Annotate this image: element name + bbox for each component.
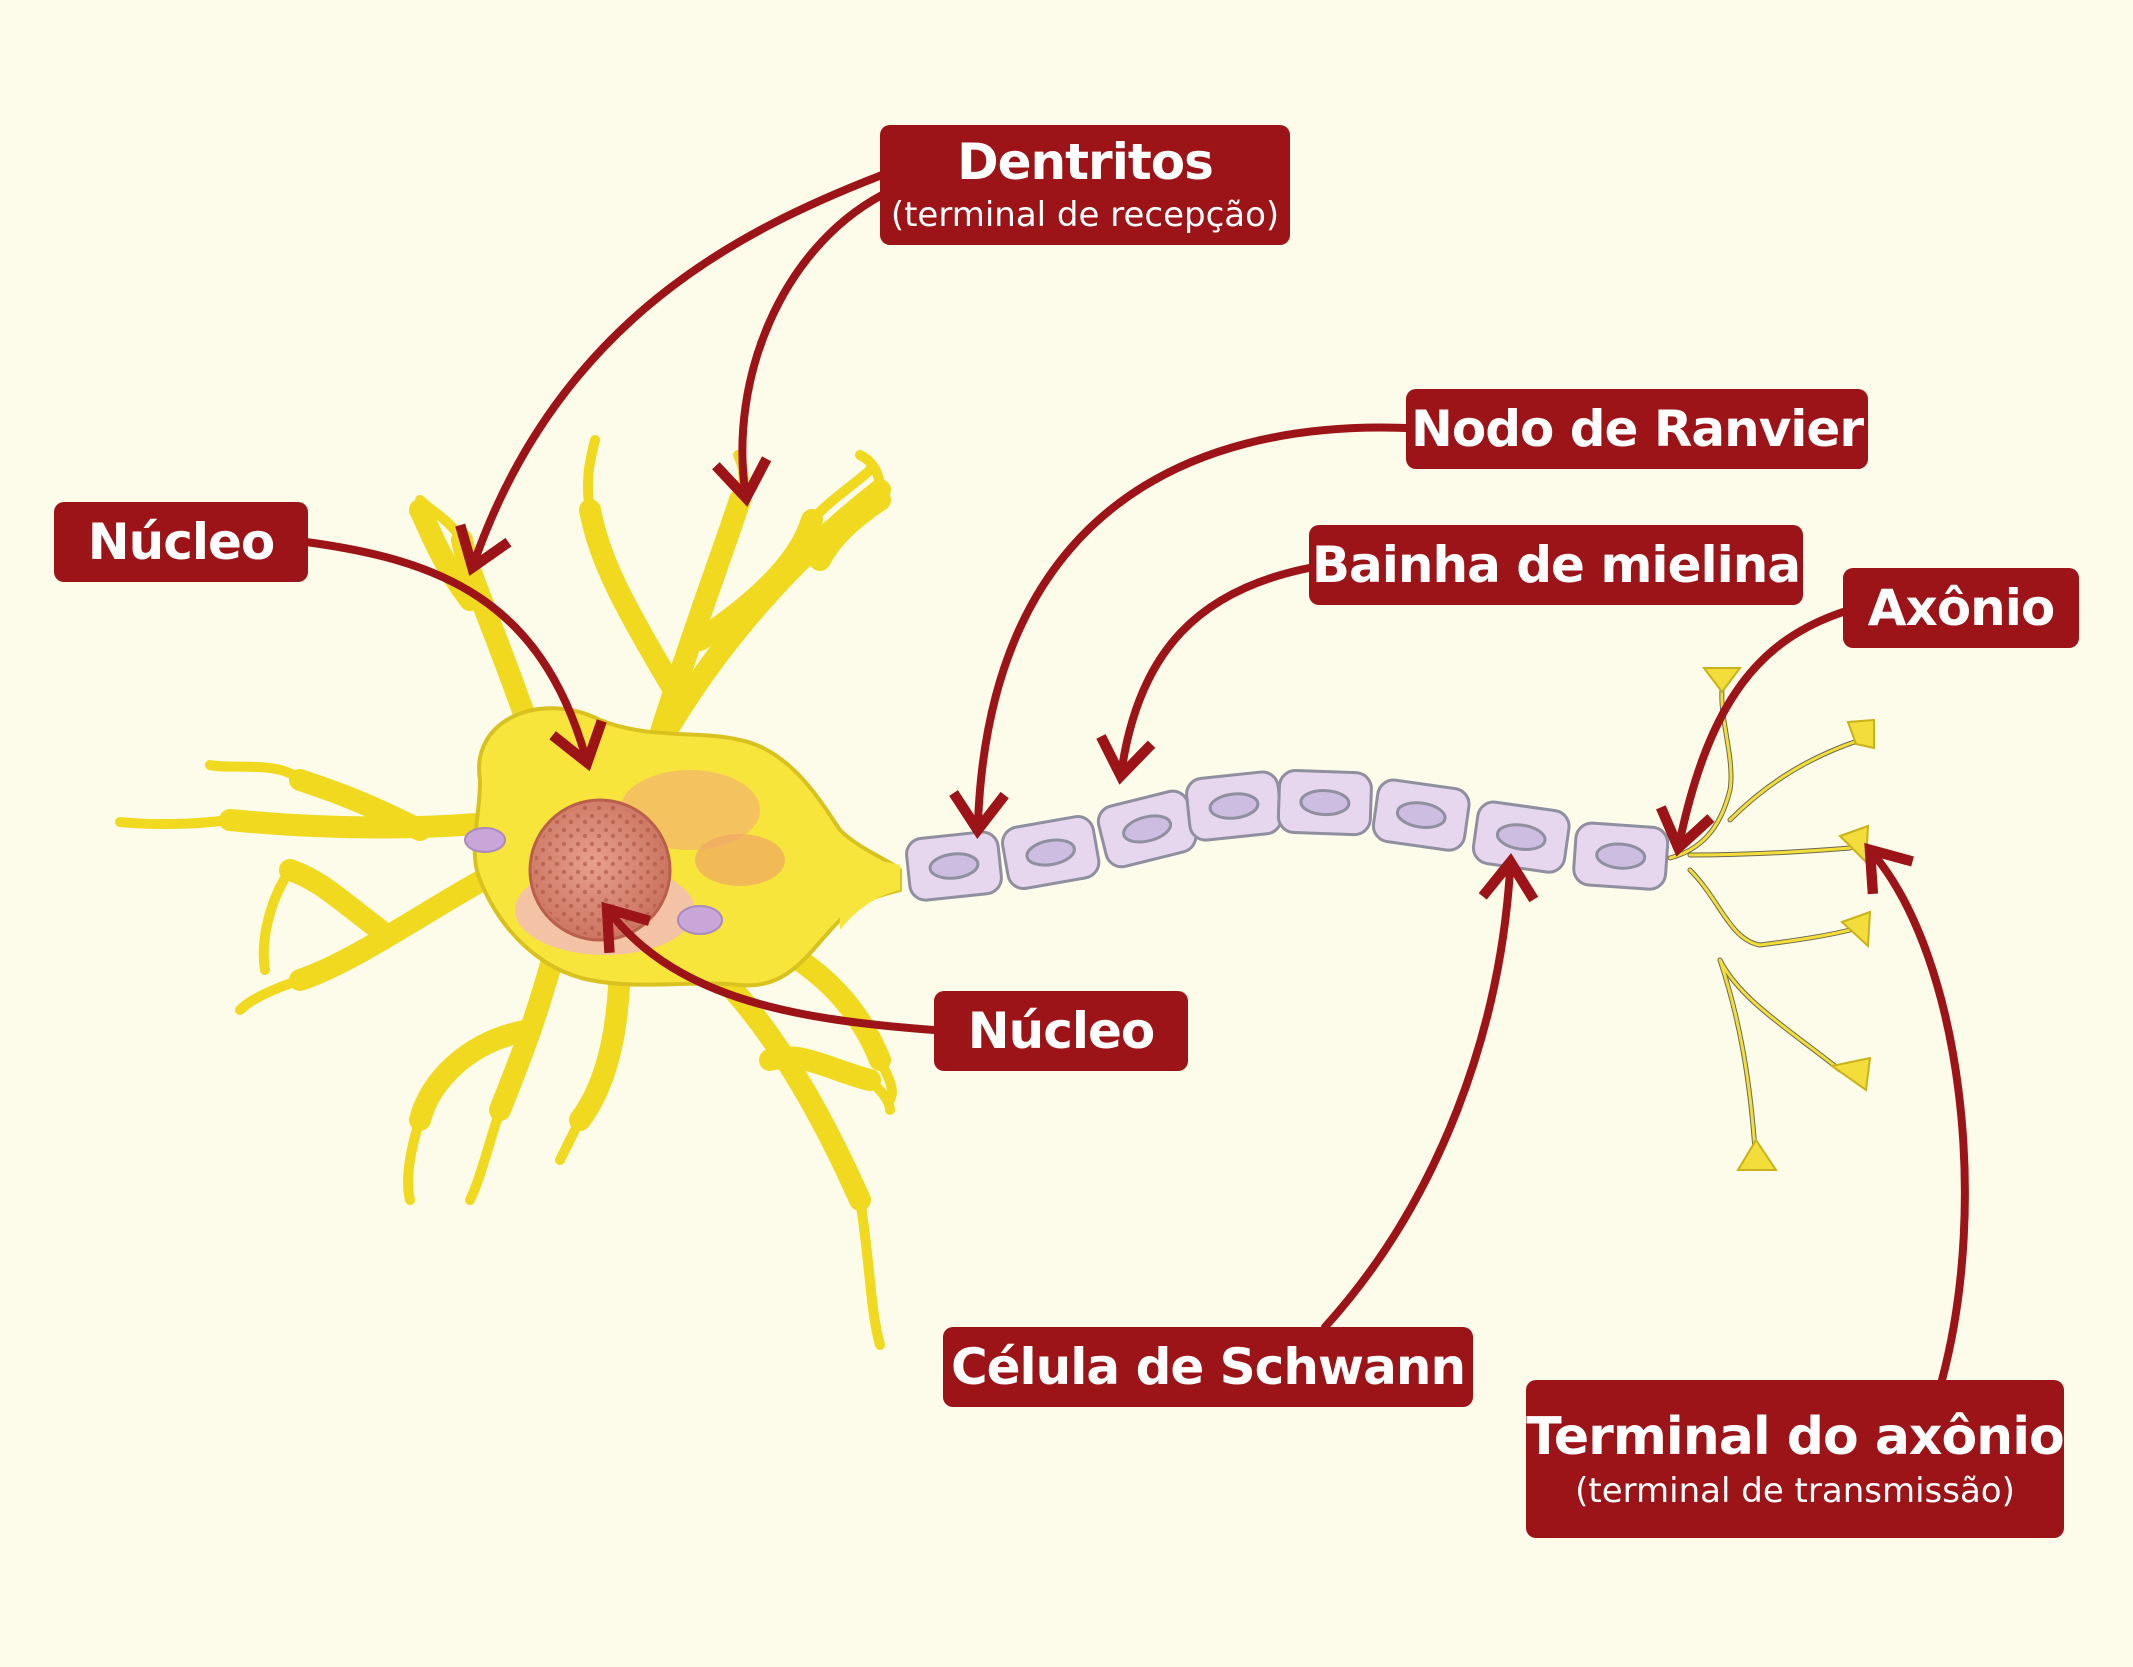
neuron-cell-body (115, 435, 902, 1350)
arrow-nucleo-top (302, 538, 607, 772)
axon-hillock (840, 840, 900, 930)
arrow-nucleo-bottom (601, 901, 938, 1034)
label-nucleo-bottom-title: Núcleo (967, 1002, 1155, 1060)
label-dentritos-subtitle: (terminal de recepção) (890, 195, 1280, 235)
label-terminal-axonio: Terminal do axônio (terminal de transmis… (1526, 1380, 2065, 1538)
arrow-bainha-mielina (1096, 564, 1313, 785)
label-celula-schwann: Célula de Schwann (943, 1327, 1473, 1407)
label-celula-schwann-title: Célula de Schwann (950, 1338, 1466, 1396)
label-nodo-ranvier: Nodo de Ranvier (1406, 389, 1868, 469)
label-nucleo-top-title: Núcleo (87, 513, 275, 571)
label-dentritos-title: Dentritos (957, 133, 1214, 191)
arrow-nodo-ranvier (949, 423, 1410, 839)
label-terminal-axonio-subtitle: (terminal de transmissão) (1575, 1471, 2015, 1511)
arrow-dentritos-2 (712, 191, 886, 507)
axon-terminal (1667, 667, 1875, 1171)
label-axonio: Axônio (1843, 568, 2079, 648)
label-nucleo-bottom: Núcleo (934, 991, 1188, 1071)
label-bainha-mielina-title: Bainha de mielina (1311, 536, 1801, 594)
label-axonio-title: Axônio (1867, 579, 2055, 637)
arrow-terminal-axonio (1864, 842, 1969, 1384)
arrow-axonio (1656, 608, 1847, 857)
callout-arrows (302, 171, 1969, 1384)
label-bainha-mielina: Bainha de mielina (1309, 525, 1803, 605)
label-nodo-ranvier-title: Nodo de Ranvier (1411, 400, 1864, 458)
myelin-sheath (905, 769, 1670, 902)
arrow-celula-schwann (1321, 853, 1539, 1331)
arrow-dentritos-1 (455, 171, 886, 576)
label-terminal-axonio-title: Terminal do axônio (1526, 1407, 2064, 1467)
label-nucleo-top: Núcleo (54, 502, 308, 582)
label-dentritos: Dentritos (terminal de recepção) (880, 125, 1290, 245)
